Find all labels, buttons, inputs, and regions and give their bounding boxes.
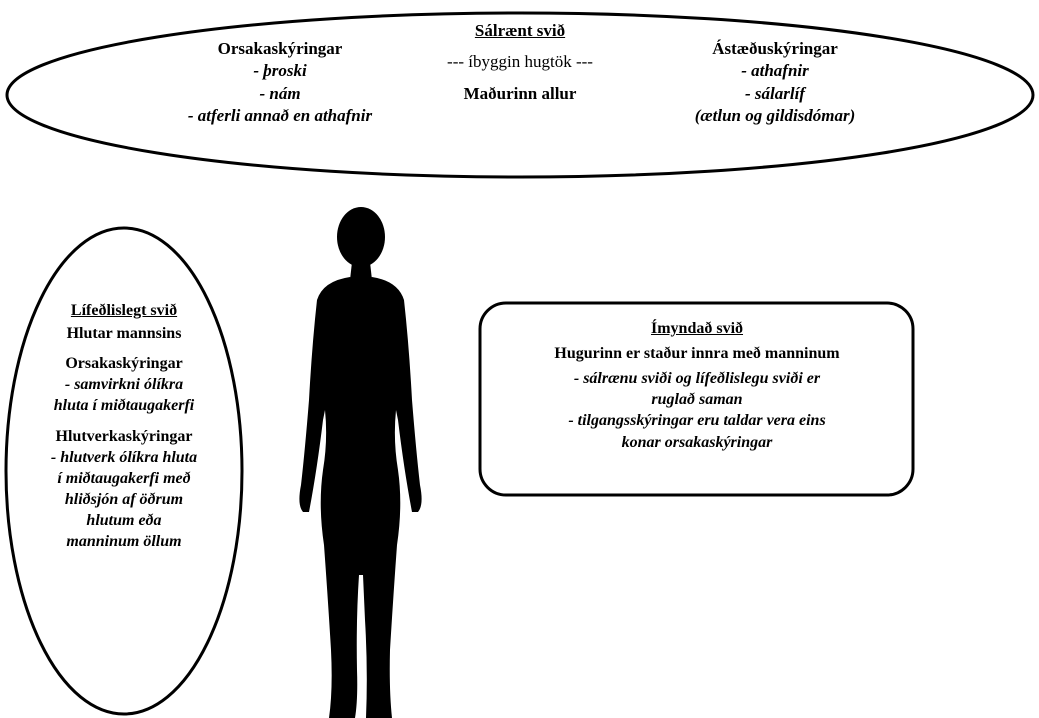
human-silhouette-icon — [299, 207, 421, 718]
psych-causal-block: Orsakaskýringar - þroski - nám - atferli… — [160, 38, 400, 128]
psych-reason-item: - sálarlíf — [650, 83, 900, 105]
imagined-domain-title: Ímyndað svið — [482, 318, 912, 339]
imagined-subtitle: Hugurinn er staður innra með manninum — [482, 343, 912, 364]
psych-reason-block: Ástæðuskýringar - athafnir - sálarlíf (æ… — [650, 38, 900, 128]
psych-reason-item: - athafnir — [650, 60, 900, 82]
psych-center-concept: --- íbyggin hugtök --- — [410, 51, 630, 73]
imagined-line: - sálrænu sviði og lífeðlislegu sviði er — [482, 368, 912, 389]
psych-causal-item: - atferli annað en athafnir — [160, 105, 400, 127]
imagined-line: konar orsakaskýringar — [482, 432, 912, 453]
physio-function-line: hlutum eða — [14, 510, 234, 531]
imagined-block: Ímyndað svið Hugurinn er staður innra me… — [482, 318, 912, 453]
physio-function-line: í miðtaugakerfi með — [14, 468, 234, 489]
psych-center-block: Sálrænt svið --- íbyggin hugtök --- Maðu… — [410, 20, 630, 105]
physio-domain-title: Lífeðlislegt svið — [14, 300, 234, 321]
psych-causal-heading: Orsakaskýringar — [160, 38, 400, 60]
imagined-line: - tilgangsskýringar eru taldar vera eins — [482, 410, 912, 431]
imagined-line: ruglað saman — [482, 389, 912, 410]
physio-block: Lífeðlislegt svið Hlutar mannsins Orsaka… — [14, 300, 234, 552]
psych-center-person: Maðurinn allur — [410, 83, 630, 105]
psych-domain-title: Sálrænt svið — [410, 20, 630, 42]
physio-function-line: hliðsjón af öðrum — [14, 489, 234, 510]
physio-causal-line: hluta í miðtaugakerfi — [14, 395, 234, 416]
physio-function-heading: Hlutverkaskýringar — [14, 426, 234, 447]
physio-causal-heading: Orsakaskýringar — [14, 353, 234, 374]
psych-causal-item: - þroski — [160, 60, 400, 82]
physio-subtitle: Hlutar mannsins — [14, 323, 234, 344]
physio-function-line: manninum öllum — [14, 531, 234, 552]
psych-causal-item: - nám — [160, 83, 400, 105]
psych-reason-heading: Ástæðuskýringar — [650, 38, 900, 60]
physio-causal-line: - samvirkni ólíkra — [14, 374, 234, 395]
psych-reason-item: (ætlun og gildisdómar) — [650, 105, 900, 127]
physio-function-line: - hlutverk ólíkra hluta — [14, 447, 234, 468]
